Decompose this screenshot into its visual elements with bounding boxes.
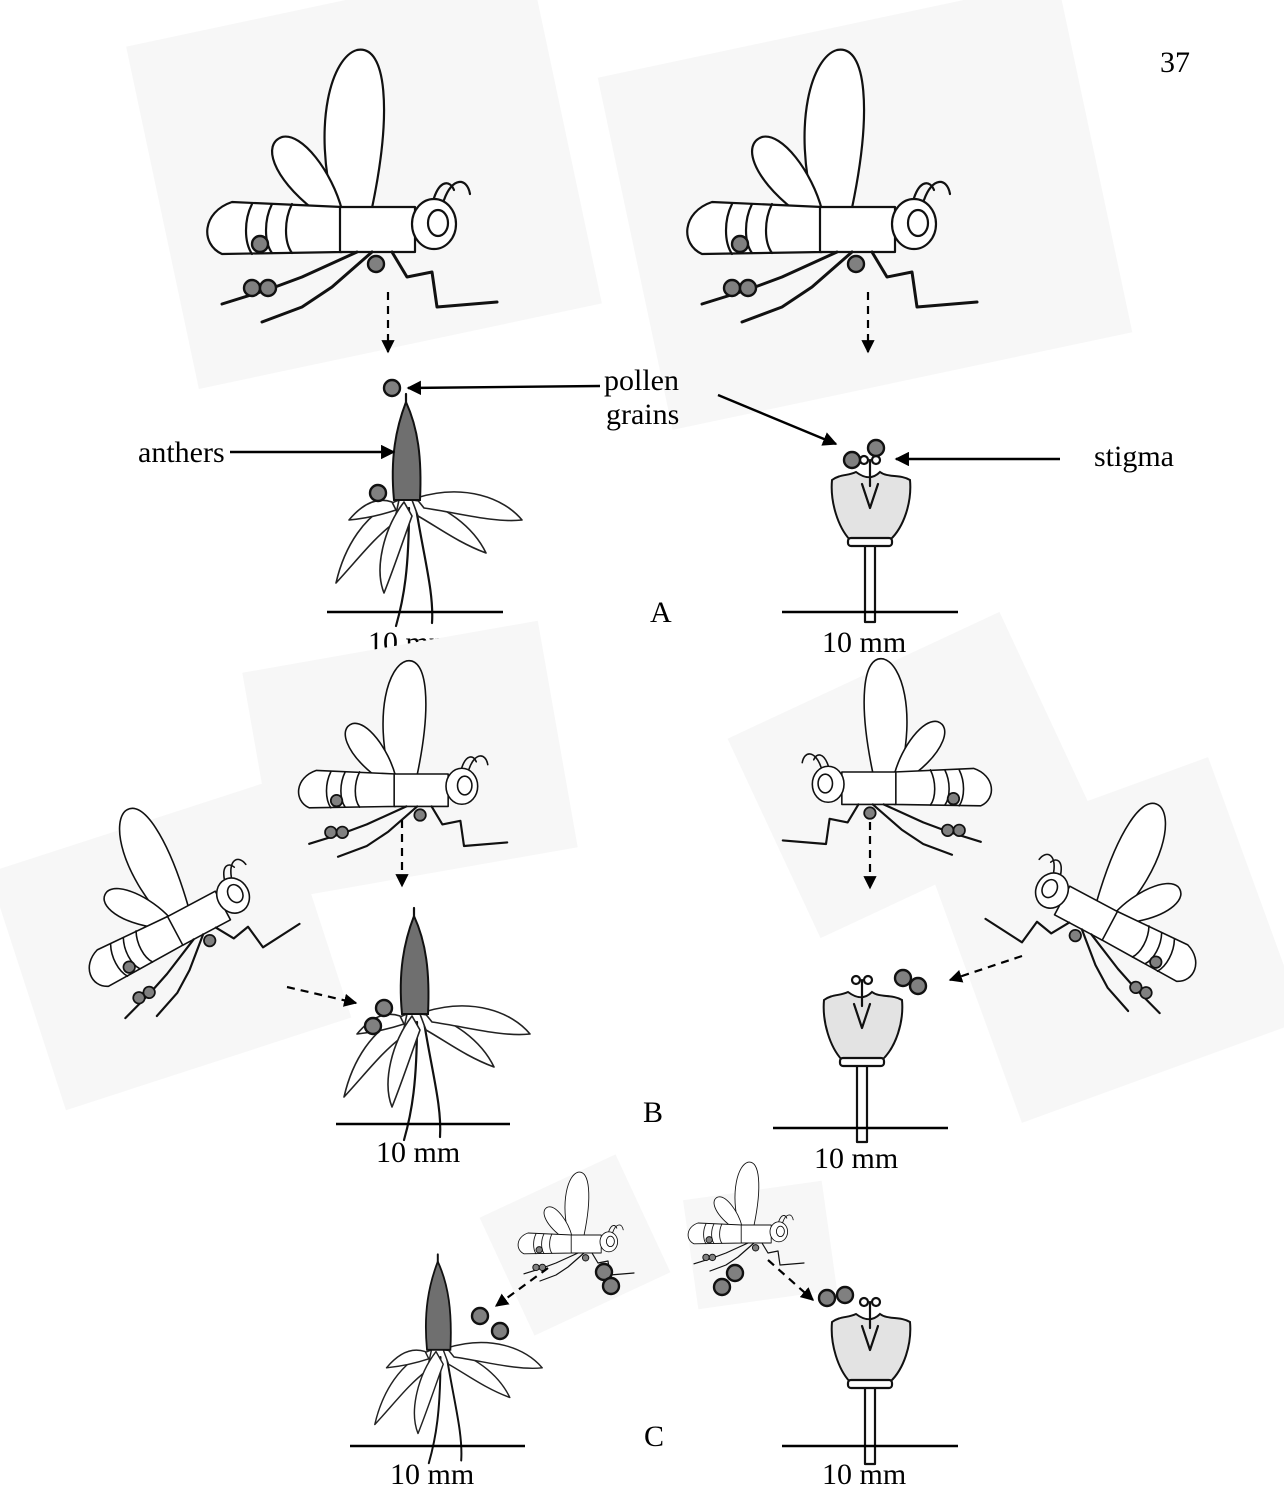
label-grains: grains <box>606 398 679 431</box>
label-anthers: anthers <box>138 436 225 469</box>
scale-bar-label: 10 mm <box>390 1458 474 1491</box>
page-number: 37 <box>1160 46 1190 79</box>
scale-bar-label: 10 mm <box>814 1142 898 1175</box>
label-pollen: pollen <box>604 364 679 397</box>
panel-b: 10 mm 10 mm B <box>0 612 1284 1175</box>
label-stigma: stigma <box>1094 440 1174 473</box>
panel-label-a: A <box>650 596 672 629</box>
female-flower-icon <box>824 976 903 1142</box>
panel-label-c: C <box>644 1420 664 1453</box>
male-flower-icon <box>336 394 522 626</box>
panel-label-b: B <box>643 1096 663 1129</box>
pollen-grain-icon <box>384 380 400 396</box>
panel-c: 10 mm 10 mm C <box>350 1154 958 1491</box>
panel-a: pollen grains anthers stigma 10 mm 10 mm… <box>126 0 1174 659</box>
scale-bar-label: 10 mm <box>822 1458 906 1491</box>
female-flower-icon <box>832 456 911 622</box>
female-flower-icon <box>832 1298 911 1464</box>
scale-bar-label: 10 mm <box>376 1136 460 1169</box>
scale-bar-label: 10 mm <box>822 626 906 659</box>
